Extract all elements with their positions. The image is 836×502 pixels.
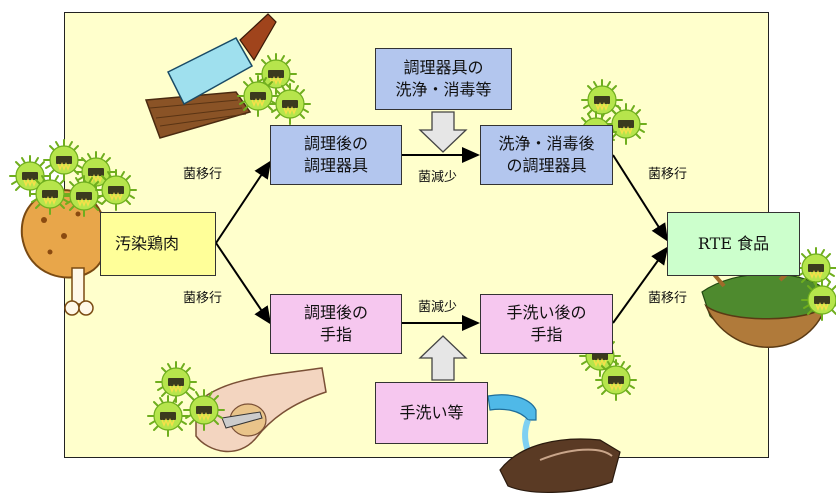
node-utensils-after-disinfection-label: 洗浄・消毒後 の調理器具: [498, 134, 595, 175]
salad-bowl-icon: [701, 260, 827, 348]
down-block-arrow: [418, 111, 468, 153]
label-transfer-left-bottom: 菌移行: [183, 291, 223, 306]
label-transfer-left-top: 菌移行: [183, 167, 223, 182]
handwashing-faucet-icon: [487, 394, 621, 493]
cleaver-on-board-icon: [144, 13, 277, 139]
arrow-utensils-to-rte: [612, 154, 669, 242]
label-transfer-right-top: 菌移行: [648, 167, 688, 182]
node-utensils-after-disinfection: 洗浄・消毒後 の調理器具: [480, 125, 613, 185]
node-utensils-washing-disinfection: 調理器具の 洗浄・消毒等: [375, 48, 512, 110]
node-handwashing: 手洗い等: [375, 382, 488, 444]
node-fingers-after-washing: 手洗い後の 手指: [480, 294, 613, 354]
node-fingers-after-cooking-label: 調理後の 手指: [303, 303, 368, 344]
label-reduction-bottom: 菌減少: [418, 300, 458, 315]
node-fingers-after-washing-label: 手洗い後の 手指: [506, 303, 587, 344]
arrow-chicken-to-fingers: [215, 242, 272, 325]
node-contaminated-chicken-label: 汚染鶏肉: [115, 234, 180, 253]
node-utensils-washing-disinfection-label: 調理器具の 洗浄・消毒等: [395, 58, 492, 99]
node-utensils-after-cooking: 調理後の 調理器具: [270, 125, 402, 185]
node-fingers-after-cooking: 調理後の 手指: [270, 294, 402, 354]
peeling-hands-icon: [195, 367, 327, 453]
node-rte-food: RTE 食品: [667, 212, 800, 276]
node-utensils-after-cooking-label: 調理後の 調理器具: [303, 134, 368, 175]
node-rte-food-label: RTE 食品: [697, 234, 770, 253]
node-contaminated-chicken: 汚染鶏肉: [100, 212, 216, 276]
up-block-arrow: [418, 335, 468, 381]
label-transfer-right-bottom: 菌移行: [648, 291, 688, 306]
label-reduction-top: 菌減少: [418, 170, 458, 185]
arrow-chicken-to-utensils: [215, 160, 272, 244]
node-handwashing-label: 手洗い等: [399, 403, 464, 422]
arrow-fingers-to-rte: [612, 246, 669, 324]
